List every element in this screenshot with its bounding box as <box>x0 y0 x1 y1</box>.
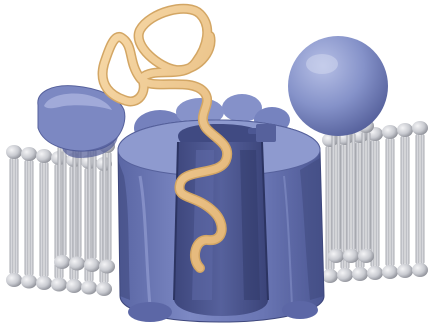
lipid-molecule <box>412 121 428 277</box>
lipid-bilayer-left <box>6 133 115 296</box>
lipid-molecule <box>21 147 37 289</box>
lipid-molecule <box>382 125 398 279</box>
lipid-molecule <box>397 123 413 278</box>
peripheral-protein-sphere <box>288 36 388 136</box>
lipid-bilayer-right <box>322 119 428 283</box>
lipid-molecule <box>6 145 22 287</box>
translocon-channel <box>118 94 324 322</box>
lipid-molecule <box>36 149 52 290</box>
